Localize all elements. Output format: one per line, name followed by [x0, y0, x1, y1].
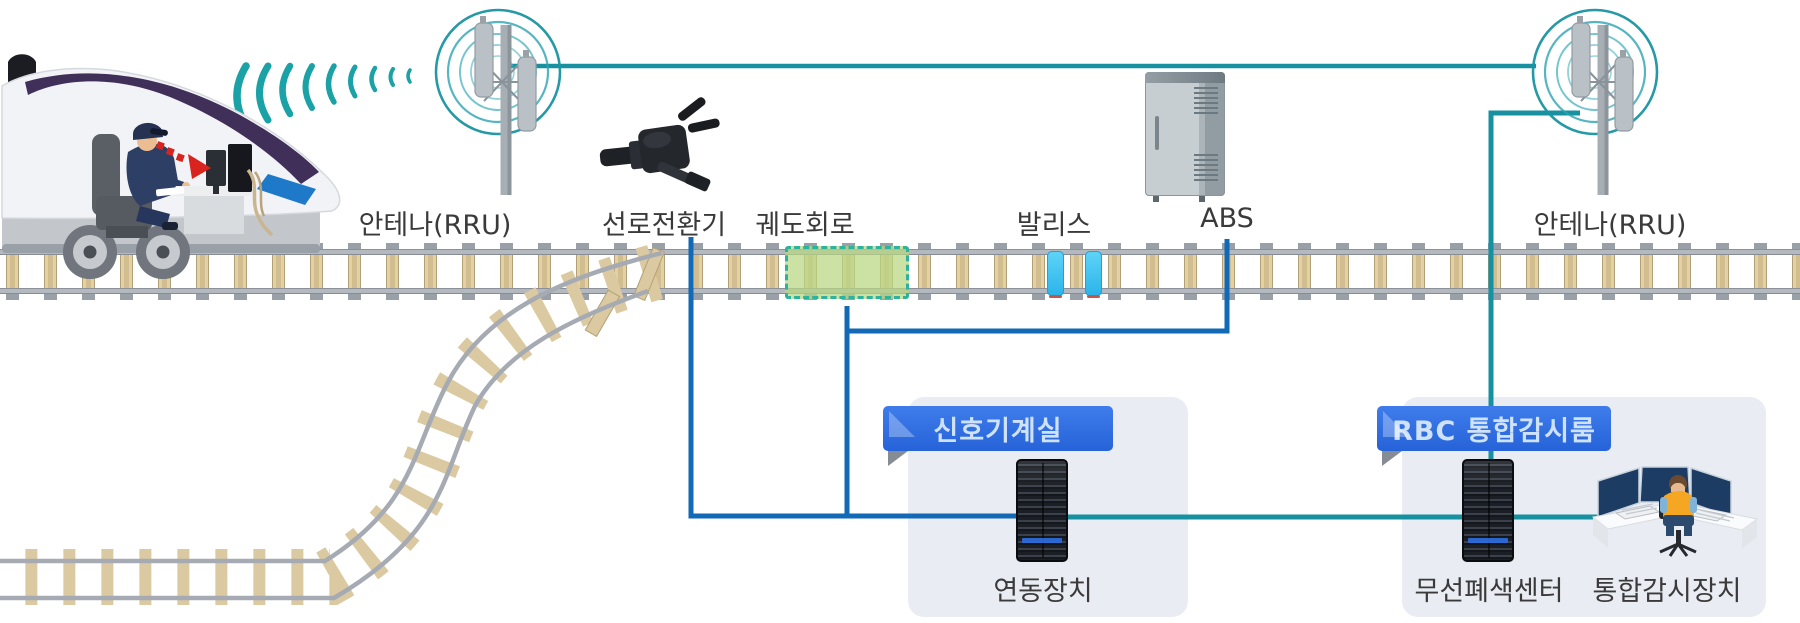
cabinet-handle — [1155, 116, 1159, 150]
label-radio-block-center: 무선폐색센터 — [1414, 576, 1564, 607]
antenna-tower-icon — [1531, 8, 1659, 197]
balise-icon — [1085, 251, 1102, 298]
abs-cabinet-icon — [1145, 72, 1225, 202]
server-rack-icon — [1462, 459, 1514, 562]
rbc-room-banner-label: RBC 통합감시룸 — [1392, 416, 1596, 447]
antenna-tower-icon — [434, 8, 562, 197]
driver-gaze-arrow — [155, 141, 211, 179]
rbc-room-banner: RBC 통합감시룸 — [1377, 406, 1611, 466]
branch-track — [0, 245, 665, 605]
cabinet-top — [1145, 72, 1225, 83]
label-track-circuit: 궤도회로 — [755, 210, 855, 241]
cabinet-leg — [1153, 196, 1159, 202]
signal-room-banner: 신호기계실 — [883, 406, 1113, 466]
label-balise: 발리스 — [1016, 210, 1092, 241]
cabinet-vent — [1194, 154, 1218, 184]
label-point-machine: 선로전환기 — [601, 210, 727, 241]
label-antenna-left: 안테나(RRU) — [358, 210, 512, 241]
label-monitoring-device: 통합감시장치 — [1592, 576, 1742, 607]
track-circuit-zone — [785, 246, 909, 299]
cabinet-leg — [1199, 196, 1205, 202]
wifi-waves-icon — [233, 62, 412, 130]
signal-room-banner-label: 신호기계실 — [933, 416, 1063, 447]
balise-icon — [1047, 251, 1064, 298]
server-rack-icon — [1016, 459, 1068, 562]
label-abs: ABS — [1200, 203, 1254, 234]
label-antenna-right: 안테나(RRU) — [1533, 210, 1687, 241]
label-interlocking: 연동장치 — [993, 576, 1093, 607]
cabinet-vent — [1194, 87, 1218, 117]
point-machine-icon — [599, 97, 720, 192]
